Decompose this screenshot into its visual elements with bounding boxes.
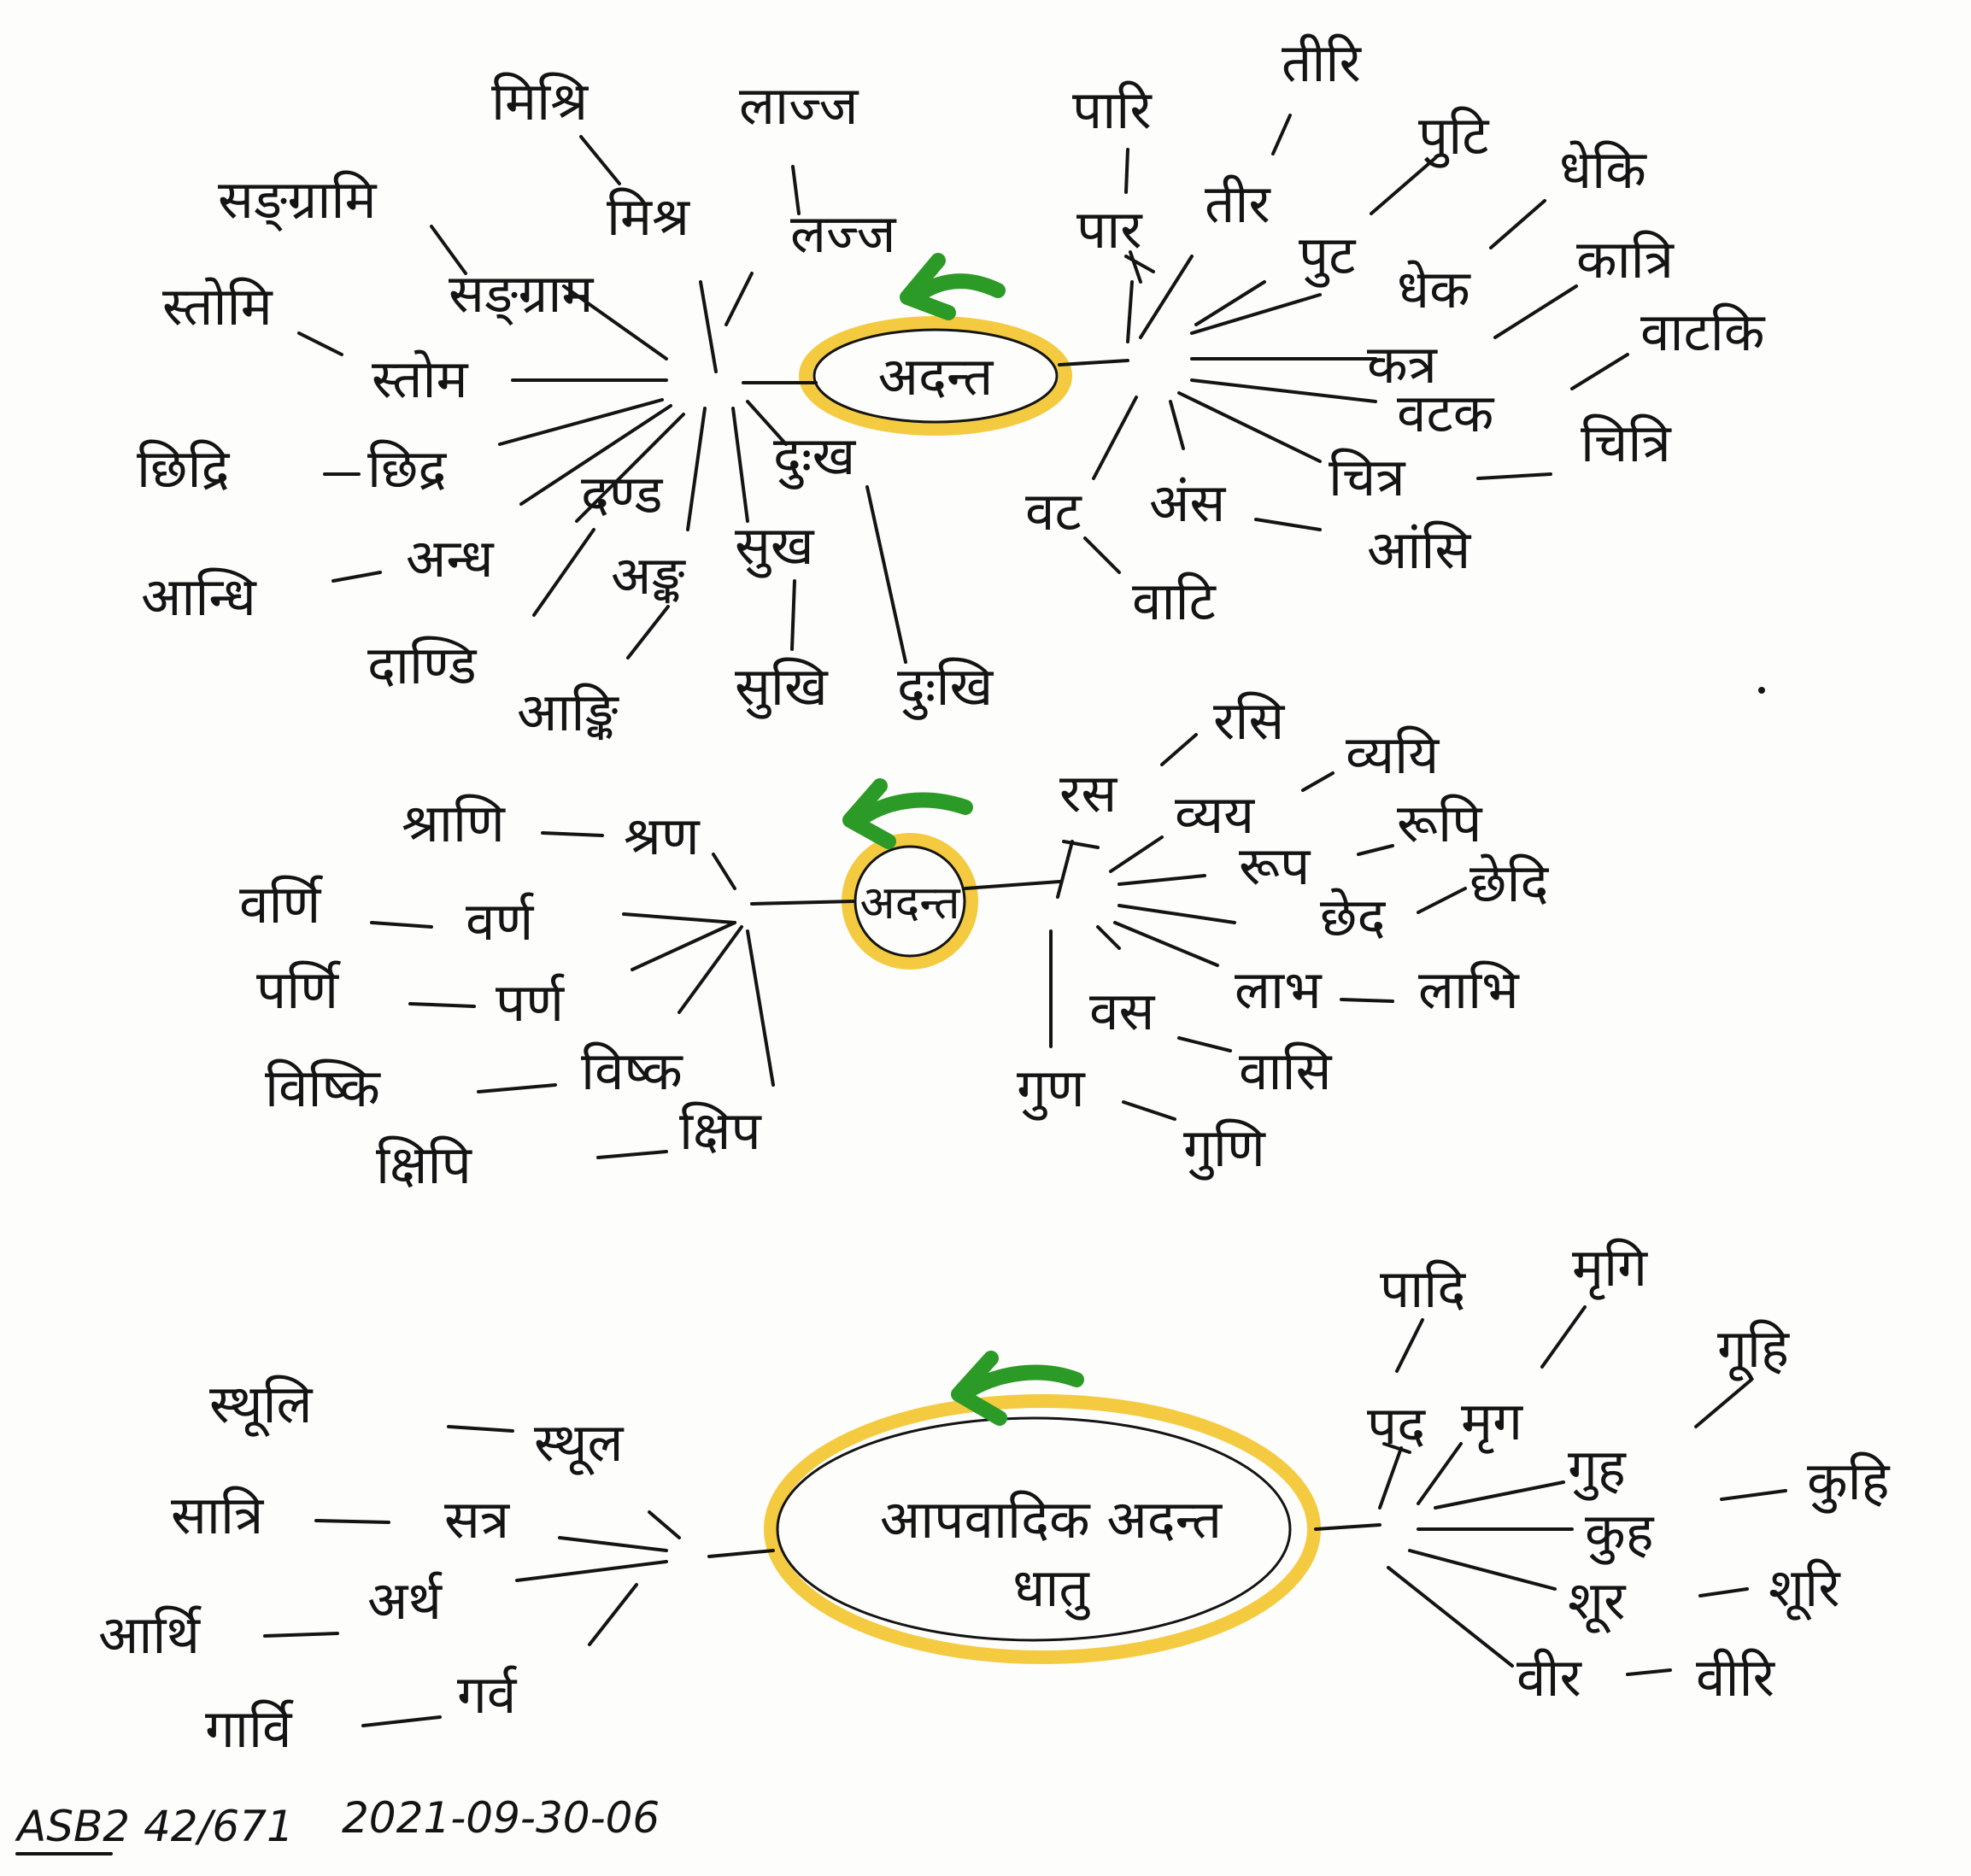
center-outline [812, 328, 1059, 424]
word-danda: दण्ड [581, 463, 663, 525]
word-varni: वर्णि [239, 873, 323, 935]
word-anka: अङ्क [611, 544, 686, 607]
word-rupi: रूपि [1397, 792, 1483, 854]
word-put: पुट [1299, 224, 1357, 288]
footer-reference: ASB2 42/671 [15, 1802, 294, 1851]
word-andha: अन्ध [406, 527, 495, 589]
word-vat: वट [1025, 480, 1082, 542]
word-gaarvi: गार्वि [205, 1697, 294, 1760]
ink-dot [1758, 687, 1765, 694]
map1: अदन्त [137, 32, 1766, 743]
word-garva: गर्व [457, 1663, 518, 1726]
footer-date: 2021-09-30-06 [342, 1793, 660, 1843]
left-arrow-icon [951, 1351, 1084, 1426]
word-parna: पर्ण [496, 971, 565, 1034]
word-dheki: धेकि [1559, 138, 1647, 201]
word-varna: वर्ण [466, 890, 534, 953]
word-ans: अंस [1149, 472, 1226, 534]
word-mrigi: मृगि [1572, 1236, 1648, 1300]
center-outline [776, 1416, 1292, 1642]
word-labhi: लाभि [1418, 959, 1520, 1021]
word-sukha: सुख [735, 514, 815, 578]
word-vaati: वाटि [1132, 570, 1217, 632]
word-guuhi: गूहि [1717, 1317, 1790, 1381]
word-dukhi: दुःखि [897, 655, 994, 720]
map2-center-label: अदन्त [859, 876, 961, 929]
word-sthula: स्थूल [534, 1411, 624, 1475]
word-teer: तीर [1205, 173, 1271, 235]
map3-center-label-line2: धातु [1012, 1556, 1090, 1621]
left-arrow-icon [842, 778, 973, 849]
word-paadi: पादि [1380, 1258, 1466, 1320]
word-katra: कत्र [1367, 333, 1439, 396]
word-mriga: मृग [1461, 1390, 1523, 1454]
word-kuha: कुह [1585, 1501, 1655, 1565]
word-aansi: आंसि [1367, 519, 1471, 581]
word-ras: रस [1059, 762, 1117, 824]
word-stomi: स्तोमि [162, 275, 273, 337]
center-highlight [799, 316, 1072, 436]
word-sangrami: सङ्ग्रामि [218, 168, 377, 232]
map3: आपवादिक अदन्त धातु स्थूल स्थ [98, 1236, 1891, 1760]
word-pad: पद [1367, 1394, 1426, 1457]
word-daandi: दाण्डि [367, 634, 477, 696]
word-guni: गुणि [1183, 1117, 1266, 1181]
word-shraan: श्रण [624, 805, 701, 867]
word-sangram: सङ्ग्राम [449, 262, 594, 326]
word-kshipi: क्षिपि [376, 1134, 473, 1196]
word-chitra: चित्र [1329, 446, 1406, 508]
word-artha: अर्थ [367, 1569, 443, 1632]
word-vyaya: व्यय [1175, 783, 1255, 846]
word-vaataki: वाटकि [1640, 301, 1766, 363]
word-chhed: छेद [1320, 886, 1386, 948]
word-shura: शूर [1568, 1569, 1627, 1633]
word-aanki: आङ्कि [517, 681, 619, 743]
word-mishri: मिश्रि [491, 70, 589, 132]
word-kship: क्षिप [679, 1099, 763, 1162]
word-kuhi: कुहि [1807, 1450, 1891, 1514]
word-paari: पारि [1072, 79, 1153, 141]
word-vishki: विष्कि [265, 1057, 381, 1119]
word-vatak: वटक [1397, 382, 1495, 444]
word-mishra: मिश्र [607, 185, 690, 248]
word-sthuli: स्थूलि [209, 1373, 314, 1437]
word-satra: सत्र [444, 1488, 511, 1551]
word-laajji: लाज्ज [739, 74, 859, 137]
word-vishka: विष्क [581, 1040, 683, 1102]
map1-center-label: अदन्त [878, 345, 994, 407]
word-chhedi: छेदि [1469, 852, 1550, 914]
word-sukhi: सुखि [735, 655, 829, 719]
word-vyayi: व्ययि [1346, 724, 1440, 786]
word-stom: स्तोम [372, 348, 469, 410]
word-chitri: चित्रि [1581, 412, 1672, 474]
word-vas: वस [1089, 980, 1155, 1042]
word-veeri: वीरि [1696, 1646, 1776, 1709]
word-kaatri: कात्रि [1576, 228, 1675, 290]
word-shraani: श्राणि [402, 792, 506, 854]
word-rup: रूप [1239, 835, 1311, 897]
word-aarthi: आर्थि [98, 1603, 202, 1666]
word-gun: गुण [1017, 1057, 1086, 1121]
word-paar: पार [1076, 198, 1143, 261]
word-labh: लाभ [1235, 959, 1323, 1021]
word-puti: पुटि [1418, 104, 1490, 168]
word-vaasi: वासि [1239, 1040, 1333, 1102]
word-rasi: रसि [1213, 689, 1285, 752]
word-saatri: सात्रि [171, 1484, 265, 1546]
word-dhek: धेक [1397, 258, 1471, 320]
word-lajj: लज्ज [790, 202, 897, 265]
word-chhidra: छिद्र [367, 437, 448, 500]
word-aandhi: आन्धि [141, 566, 257, 628]
word-parni: पर्णि [256, 959, 341, 1021]
word-veer: वीर [1516, 1646, 1583, 1709]
left-arrow-icon [900, 253, 1006, 320]
word-dukha: दुःख [773, 425, 856, 490]
map2: अदन्त श्रण श [239, 689, 1550, 1196]
word-shuri: शूरि [1769, 1556, 1841, 1621]
map3-center-label-line1: आपवादिक अदन्त [880, 1488, 1223, 1551]
word-chhidri: छिद्रि [137, 437, 231, 500]
word-teeri: तीरि [1282, 32, 1362, 94]
word-guha: गुह [1568, 1437, 1627, 1501]
